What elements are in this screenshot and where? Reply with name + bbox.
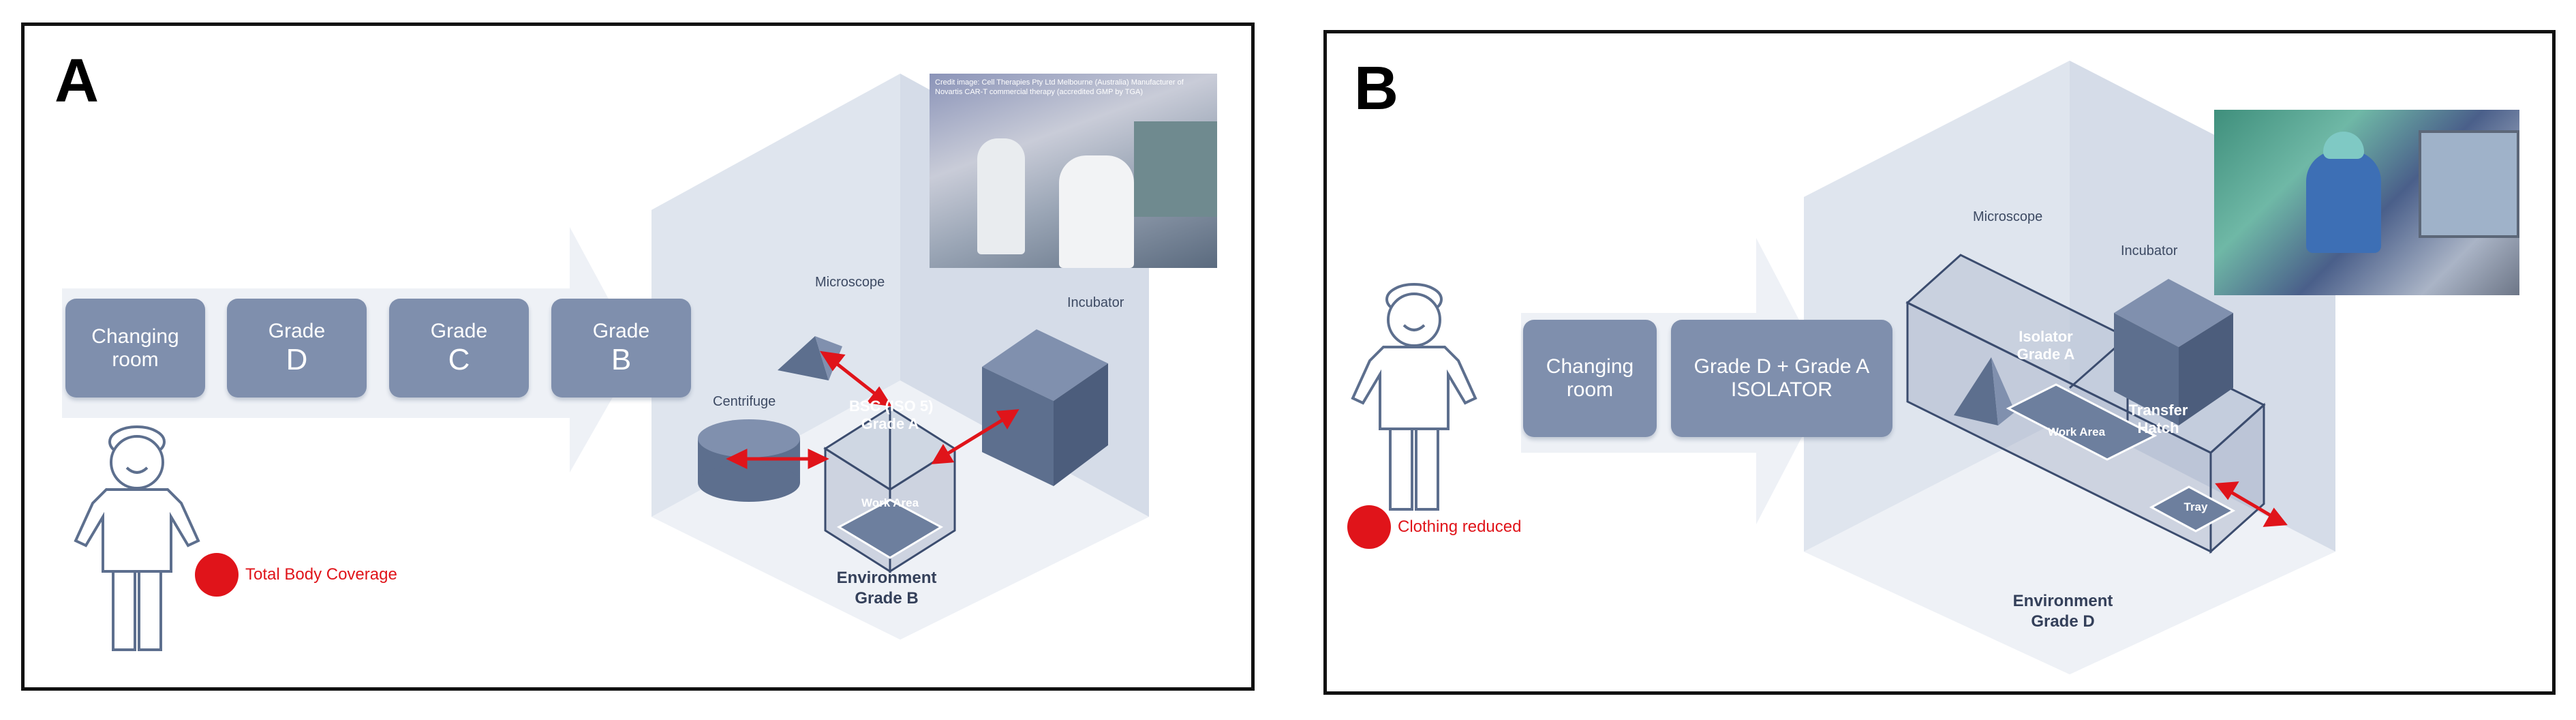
clothing-icon [195, 553, 239, 597]
panel-a: A [21, 22, 1255, 691]
panel-b: B [1323, 30, 2556, 695]
label-incubator: Incubator [2121, 243, 2178, 258]
step-grade-c: Grade C [389, 299, 529, 397]
incubator-icon [2114, 279, 2233, 425]
tray-transfer-arrow [2215, 481, 2288, 527]
clothing-badge: Clothing reduced [1347, 505, 1521, 549]
step-changing-room: Changing room [1523, 320, 1657, 437]
step-grade-b: Grade B [551, 299, 691, 397]
panel-b-diagram [1351, 61, 2335, 674]
isolator-photo [2214, 110, 2519, 295]
transfer-arrows [726, 350, 1019, 469]
clothing-icon [1347, 505, 1391, 549]
label-tray: Tray [2183, 500, 2208, 513]
bsc-cube-icon [823, 406, 957, 573]
coverage-badge: Total Body Coverage [195, 553, 397, 597]
work-area-plate [2006, 383, 2158, 461]
panel-b-letter: B [1354, 55, 1398, 123]
person-figure-reduced-clothing [1351, 283, 1477, 511]
photo-credit: Credit image: Cell Therapies Pty Ltd Mel… [935, 78, 1184, 96]
label-transfer-hatch: Transfer Hatch [2128, 402, 2188, 436]
step-grade-d: Grade D [227, 299, 367, 397]
label-work-area: Work Area [2047, 425, 2106, 438]
step-changing-room: Changing room [65, 299, 205, 397]
label-centrifuge: Centrifuge [713, 394, 776, 409]
label-work-area: Work Area [861, 496, 919, 509]
step-grade-d-isolator: Grade D + Grade A ISOLATOR [1671, 320, 1892, 437]
tray-plate [2149, 485, 2236, 532]
label-microscope: Microscope [1973, 209, 2043, 224]
label-bsc: BSC (ISO 5) Grade A [849, 397, 934, 432]
label-microscope: Microscope [815, 275, 885, 290]
label-isolator: Isolator Grade A [2017, 328, 2075, 363]
label-environment: Environment Grade D [2012, 592, 2113, 631]
label-incubator: Incubator [1067, 295, 1124, 310]
label-environment: Environment Grade B [836, 569, 937, 608]
panel-a-letter: A [55, 47, 99, 115]
person-figure-total-coverage [74, 425, 200, 651]
centrifuge-icon [698, 419, 800, 502]
incubator-icon [982, 329, 1108, 486]
cleanroom-photo: Credit image: Cell Therapies Pty Ltd Mel… [930, 74, 1217, 268]
